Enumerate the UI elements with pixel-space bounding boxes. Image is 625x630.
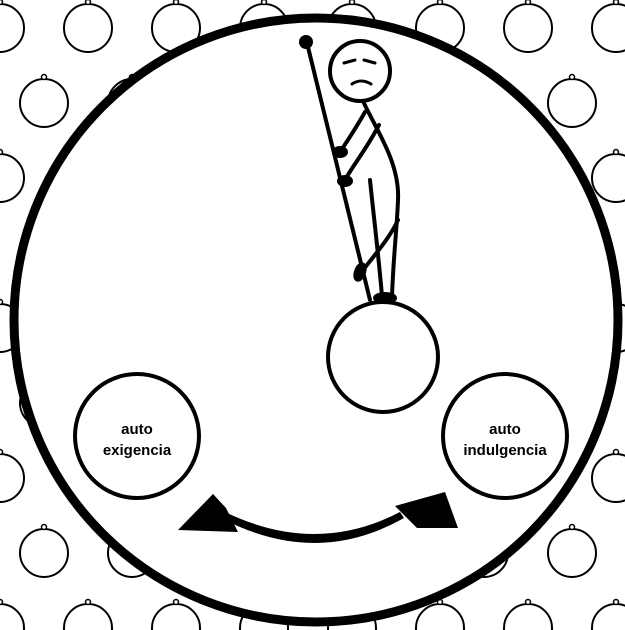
pattern-circle bbox=[416, 604, 464, 630]
pattern-circle bbox=[592, 154, 625, 202]
left-label-line1: auto bbox=[121, 421, 153, 438]
pattern-circle-knob bbox=[0, 450, 3, 455]
pattern-circle bbox=[592, 454, 625, 502]
pattern-circle-knob bbox=[614, 450, 619, 455]
pattern-circle bbox=[504, 4, 552, 52]
pattern-circle-knob bbox=[614, 0, 619, 5]
auto-exigencia-node: auto exigencia bbox=[75, 374, 199, 498]
pattern-circle bbox=[0, 604, 24, 630]
pattern-circle bbox=[0, 154, 24, 202]
pattern-circle bbox=[548, 79, 596, 127]
pattern-circle bbox=[64, 4, 112, 52]
outer-circle bbox=[14, 18, 618, 622]
left-label-line2: exigencia bbox=[103, 442, 172, 459]
pattern-circle-knob bbox=[262, 0, 267, 5]
pattern-circle bbox=[0, 4, 24, 52]
balance-ball-icon bbox=[328, 302, 438, 412]
right-label-line2: indulgencia bbox=[463, 442, 547, 459]
pattern-circle bbox=[548, 529, 596, 577]
pattern-circle-knob bbox=[0, 150, 3, 155]
pattern-circle-knob bbox=[42, 525, 47, 530]
pattern-circle bbox=[20, 529, 68, 577]
auto-indulgencia-node: auto indulgencia bbox=[443, 374, 567, 498]
pattern-circle bbox=[504, 604, 552, 630]
pattern-circle-knob bbox=[0, 300, 3, 305]
pattern-circle-knob bbox=[174, 0, 179, 5]
pattern-circle-knob bbox=[86, 600, 91, 605]
pattern-circle-knob bbox=[438, 0, 443, 5]
pattern-circle bbox=[592, 604, 625, 630]
pattern-circle bbox=[152, 604, 200, 630]
pattern-circle bbox=[64, 604, 112, 630]
pattern-circle-knob bbox=[86, 0, 91, 5]
pattern-circle-knob bbox=[570, 525, 575, 530]
pattern-circle bbox=[592, 4, 625, 52]
pattern-circle-knob bbox=[614, 600, 619, 605]
pattern-circle-knob bbox=[174, 600, 179, 605]
pattern-circle-knob bbox=[526, 600, 531, 605]
pattern-circle-knob bbox=[570, 75, 575, 80]
pattern-circle-knob bbox=[350, 0, 355, 5]
pattern-circle-knob bbox=[526, 0, 531, 5]
pattern-circle-knob bbox=[614, 150, 619, 155]
pattern-circle-knob bbox=[0, 600, 3, 605]
pattern-circle bbox=[0, 454, 24, 502]
pattern-circle-knob bbox=[0, 0, 3, 5]
pattern-circle-knob bbox=[42, 75, 47, 80]
right-label-line1: auto bbox=[489, 421, 521, 438]
pattern-circle bbox=[20, 79, 68, 127]
